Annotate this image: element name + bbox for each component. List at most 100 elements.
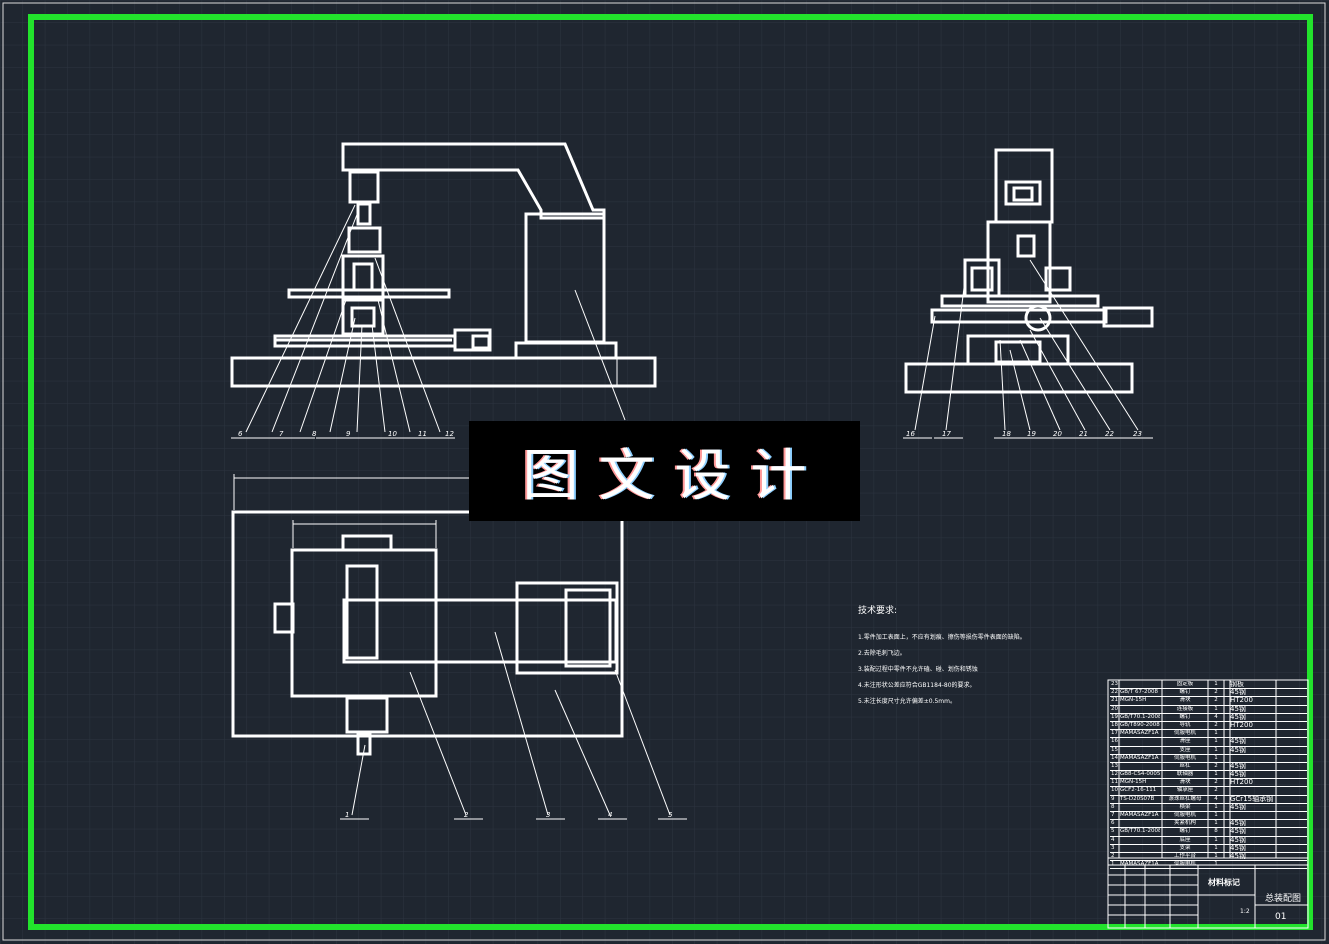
front-balloon-labels: 6 7 8 9 10 11 12 <box>238 430 454 438</box>
bom-row: 9 TS-D20S07B 滚珠丝杠螺母 4 GCr15轴承钢 <box>1110 796 1307 804</box>
balloon-9: 9 <box>346 430 351 438</box>
bom-cell-no: 1 <box>1111 861 1115 868</box>
top-dimension-lines <box>233 474 470 548</box>
bom-cell-name: 伺服电机 <box>1173 730 1196 737</box>
bom-row: 8 横梁 1 45钢 <box>1110 804 1307 812</box>
bom-cell-qty: 1 <box>1214 820 1218 827</box>
bom-cell-name: 伺服电机 <box>1173 754 1196 761</box>
bom-cell-mat: GCr15轴承钢 <box>1230 795 1274 803</box>
balloon-7: 7 <box>279 430 284 438</box>
bom-cell-name: 横梁 <box>1179 803 1191 810</box>
side-view <box>904 148 1154 394</box>
bom-cell-code: MAMASAZF1A <box>1120 861 1159 868</box>
watermark-banner: 图文设计 <box>469 421 860 521</box>
balloon-6: 6 <box>238 430 243 438</box>
balloon-17: 17 <box>942 430 951 438</box>
technical-requirements-title: 技术要求: <box>858 606 898 616</box>
bom-cell-name: 伺服电机 <box>1173 861 1196 868</box>
bom-cell-qty: 2 <box>1214 689 1218 696</box>
bom-cell-no: 21 <box>1111 697 1118 704</box>
bom-cell-qty: 4 <box>1214 713 1218 720</box>
bom-cell-qty: 1 <box>1214 754 1218 761</box>
bom-cell-qty: 2 <box>1214 779 1218 786</box>
drawing-border <box>28 14 1313 930</box>
bom-cell-qty: 1 <box>1214 803 1218 810</box>
balloon-4: 4 <box>608 811 612 819</box>
bom-cell-qty: 2 <box>1214 762 1218 769</box>
bom-cell-mat: 45钢 <box>1230 836 1246 844</box>
bom-cell-qty: 1 <box>1214 730 1218 737</box>
bom-cell-no: 13 <box>1111 762 1118 769</box>
balloon-23: 23 <box>1133 430 1142 438</box>
bom-cell-name: 螺钉 <box>1179 713 1191 720</box>
bom-cell-no: 19 <box>1111 713 1118 720</box>
bom-cell-mat: 45钢 <box>1230 844 1246 852</box>
bom-cell-no: 4 <box>1111 836 1115 843</box>
bom-cell-qty: 4 <box>1214 795 1218 802</box>
bom-cell-mat: 45钢 <box>1230 828 1246 836</box>
balloon-21: 21 <box>1079 430 1088 438</box>
bom-cell-name: 螺钉 <box>1179 689 1191 696</box>
bom-cell-name: 滑块 <box>1179 779 1191 786</box>
bom-cell-code: GB/T70.1-2008 <box>1120 828 1160 835</box>
bom-cell-no: 20 <box>1111 705 1118 712</box>
bom-cell-no: 15 <box>1111 746 1118 753</box>
bom-cell-qty: 1 <box>1214 738 1218 745</box>
front-leader-lines <box>231 204 626 439</box>
bom-cell-name: 滚珠丝杠螺母 <box>1168 795 1202 802</box>
bom-cell-code: GB/T890-2008 <box>1120 721 1160 728</box>
side-balloon-labels: 16 17 18 19 20 21 22 23 <box>906 430 1142 438</box>
bom-cell-no: 8 <box>1111 803 1115 810</box>
bom-cell-name: 工作平台 <box>1173 852 1196 859</box>
bom-cell-mat: 45钢 <box>1230 803 1246 811</box>
watermark-text: 图文设计 <box>522 443 827 509</box>
drawing-scale: 1:2 <box>1240 908 1250 915</box>
technical-requirement-item: 5.未注长度尺寸允许偏差±0.5mm。 <box>858 698 956 705</box>
bom-cell-name: 伺服电机 <box>1173 812 1196 818</box>
bom-cell-name: 连接板 <box>1176 705 1194 712</box>
bom-cell-qty: 8 <box>1214 828 1218 835</box>
technical-requirement-item: 1.零件加工表面上，不应有划痕、擦伤等损伤零件表面的缺陷。 <box>858 634 1026 641</box>
drawing-title: 总装配图 <box>1265 894 1302 904</box>
bom-cell-mat: HT200 <box>1230 721 1253 729</box>
bom-cell-mat: 45钢 <box>1230 746 1246 754</box>
bom-cell-mat: 钢板 <box>1230 681 1244 688</box>
material-mark-label: 材料标记 <box>1208 878 1240 887</box>
bom-cell-code: TS-D20S07B <box>1120 795 1155 802</box>
bom-cell-mat: 45钢 <box>1230 689 1246 697</box>
bom-cell-name: 滑座 <box>1179 738 1191 745</box>
bom-cell-code: GCF2-16-111 <box>1120 787 1157 794</box>
balloon-11: 11 <box>418 430 427 438</box>
bom-cell-mat: HT200 <box>1230 697 1253 705</box>
bom-cell-no: 9 <box>1111 795 1115 802</box>
drawing-number: 01 <box>1275 912 1287 922</box>
bom-cell-mat: 45钢 <box>1230 705 1246 713</box>
side-leader-lines <box>903 259 1153 439</box>
bom-cell-code: MAMASAZF1A <box>1120 812 1159 818</box>
bom-cell-name: 螺钉 <box>1179 828 1191 835</box>
bom-cell-code: GB/T70.1-2008 <box>1120 713 1160 720</box>
balloon-5: 5 <box>668 811 673 819</box>
bom-cell-name: 支架 <box>1179 844 1191 851</box>
bom-cell-mat: 45钢 <box>1230 738 1246 746</box>
bom-cell-mat: 45钢 <box>1230 852 1246 860</box>
bom-cell-no: 11 <box>1111 779 1118 786</box>
bom-cell-code: GB8-CS4-0005 <box>1120 771 1160 778</box>
bom-cell-no: 3 <box>1111 844 1115 851</box>
balloon-12: 12 <box>445 430 454 438</box>
bom-cell-qty: 2 <box>1214 697 1218 704</box>
balloon-20: 20 <box>1053 430 1062 438</box>
